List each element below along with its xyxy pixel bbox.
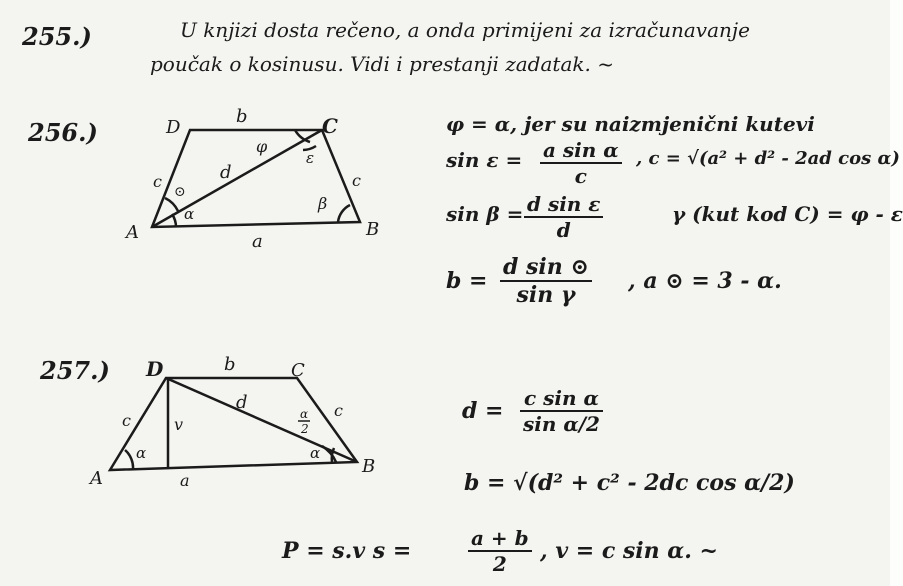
- fig256-label-theta: ⊙: [174, 184, 186, 200]
- problem-256-number: 256.): [28, 118, 98, 147]
- trapezoid-256: [150, 128, 362, 229]
- fig256-label-c-left: c: [153, 172, 162, 191]
- p257-eq3-denominator: 2: [492, 552, 507, 576]
- p257-eq3-rhs: , v = c sin α. ~: [540, 538, 718, 564]
- fig257-label-v: v: [174, 415, 183, 434]
- p257-eq1-denominator: sin α/2: [523, 412, 600, 436]
- p256-eq3-lhs: sin β =: [446, 202, 524, 226]
- p256-eq3-denominator: d: [556, 218, 571, 242]
- fig257-label-a: a: [180, 471, 190, 490]
- fig256-label-beta: β: [317, 194, 327, 213]
- fig256-label-c-right: c: [352, 171, 361, 190]
- p256-eq4-denominator: sin γ: [516, 282, 576, 308]
- p256-eq4-lhs: b =: [446, 268, 488, 294]
- p256-eq3-rhs: γ (kut kod C) = φ - ε: [672, 202, 903, 226]
- fig257-label-c-right: c: [334, 401, 343, 420]
- p256-eq3-numerator: d sin ε: [524, 192, 604, 218]
- p257-eq3-numerator: a + b: [468, 526, 532, 552]
- fig256-label-d: d: [220, 162, 232, 183]
- fig256-label-alpha: α: [184, 205, 194, 223]
- fig256-label-B: B: [365, 219, 379, 240]
- problem-255-line2: poučak o kosinusu. Vidi i prestanji zada…: [150, 52, 614, 76]
- problem-257-number: 257.): [40, 356, 110, 385]
- p257-eq3-fraction: a + b 2: [468, 526, 532, 576]
- fig256-label-phi: φ: [256, 137, 268, 156]
- p256-eq2-numerator: a sin α: [540, 138, 622, 164]
- p257-eq3-lhs: P = s.v s =: [282, 538, 412, 564]
- p256-eq2-rhs: , c = √(a² + d² - 2ad cos α): [636, 148, 900, 169]
- fig257-label-b: b: [224, 354, 236, 375]
- fig257-label-B: B: [361, 456, 375, 477]
- problem-255-line1: U knjizi dosta rečeno, a onda primijeni …: [180, 18, 750, 42]
- trapezoid-257: [107, 376, 360, 472]
- p256-eq3-fraction: d sin ε d: [524, 192, 604, 242]
- fig257-label-C: C: [291, 360, 305, 381]
- fig257-label-D: D: [145, 357, 164, 381]
- p256-eq2-lhs: sin ε =: [446, 148, 523, 172]
- fig257-label-c-left: c: [122, 411, 131, 430]
- p256-eq4-rhs: , a ⊙ = 3 - α.: [628, 268, 782, 294]
- fig257-label-alpha-left: α: [136, 444, 146, 462]
- p256-eq4-fraction: d sin ⊙ sin γ: [500, 254, 592, 308]
- fig256-label-a: a: [252, 231, 263, 252]
- fig256-label-eps: ε: [306, 149, 314, 167]
- fig257-label-half-num: α: [300, 407, 308, 421]
- fig257-label-d: d: [236, 392, 248, 413]
- problem-255-number: 255.): [22, 22, 92, 51]
- fig256-label-A: A: [124, 222, 139, 243]
- p256-eq1: φ = α, jer su naizmjenični kutevi: [446, 112, 815, 136]
- p257-eq1-lhs: d =: [462, 398, 504, 424]
- p257-eq2: b = √(d² + c² - 2dc cos α/2): [464, 470, 795, 496]
- fig256-label-b: b: [236, 106, 248, 127]
- p256-eq2-denominator: c: [574, 164, 587, 188]
- p256-eq4-numerator: d sin ⊙: [500, 254, 592, 282]
- fig256-label-D: D: [165, 117, 181, 138]
- p257-eq1-fraction: c sin α sin α/2: [520, 386, 603, 436]
- fig257-label-half-den: 2: [300, 422, 309, 436]
- p256-eq2-fraction: a sin α c: [540, 138, 622, 188]
- fig257-label-A: A: [88, 468, 103, 489]
- p257-eq1-numerator: c sin α: [520, 386, 603, 412]
- fig256-label-C: C: [322, 114, 338, 138]
- fig257-label-alpha-right: α: [310, 444, 320, 462]
